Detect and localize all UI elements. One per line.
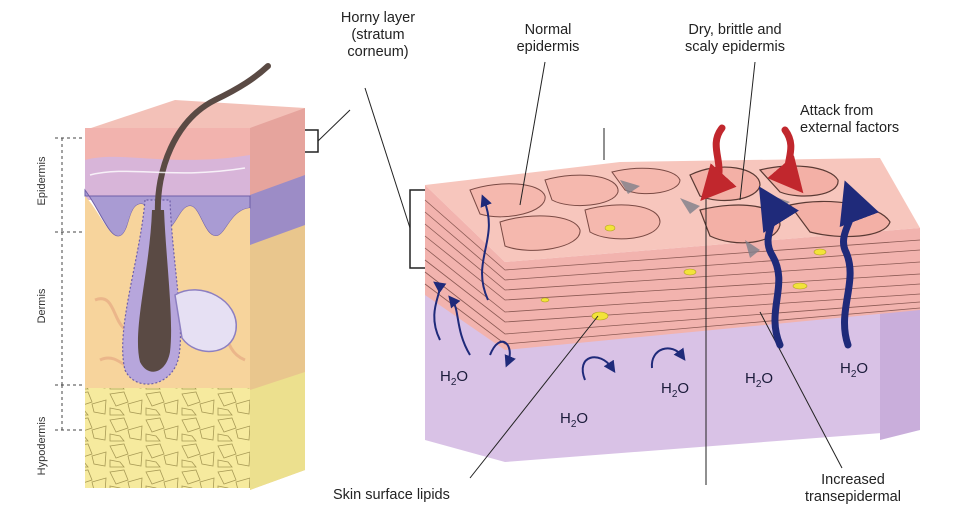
h2o-label-4: H2O <box>745 370 773 390</box>
increased-transepidermal-label: Increased transepidermal <box>778 472 928 506</box>
layer-guides <box>55 138 85 430</box>
epidermis-side-label: Epidermis <box>36 136 48 226</box>
horny-layer-label: Horny layer (stratum corneum) <box>322 10 434 61</box>
h2o-label-5: H2O <box>840 360 868 380</box>
dermis-side-label: Dermis <box>36 261 48 351</box>
skin-section-block <box>85 66 305 490</box>
dry-epidermis-label: Dry, brittle and scaly epidermis <box>660 22 810 56</box>
h2o-label-3: H2O <box>661 380 689 400</box>
hypodermis-side-label: Hypodermis <box>36 401 48 491</box>
h2o-label-1: H2O <box>440 368 468 388</box>
horny-layer-bracket-right <box>410 190 425 268</box>
horny-layer-pointer-left <box>318 110 350 141</box>
h2o-label-2: H2O <box>560 410 588 430</box>
normal-epidermis-label: Normal epidermis <box>498 22 598 56</box>
hypodermis-layer <box>85 388 250 488</box>
skin-surface-lipids-label: Skin surface lipids <box>333 487 450 504</box>
horny-layer-bracket-left <box>305 130 318 152</box>
attack-external-factors-label: Attack from external factors <box>800 103 899 137</box>
